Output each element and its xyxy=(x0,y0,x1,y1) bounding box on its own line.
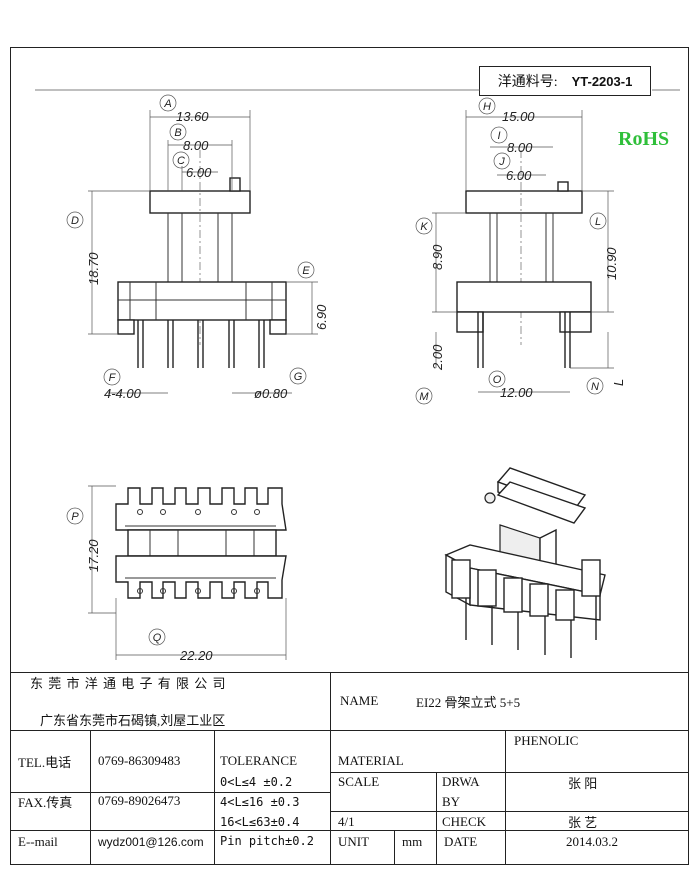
tag-circle-e xyxy=(297,261,315,279)
tag-g: G xyxy=(294,371,303,383)
rohs-mark: RoHS xyxy=(618,128,670,150)
isometric-view xyxy=(444,467,606,658)
tag-circle-m xyxy=(415,387,433,405)
tag-h: H xyxy=(483,101,491,113)
part-number-label: 洋通料号: xyxy=(497,75,558,90)
tag-d: D xyxy=(71,215,79,227)
dim-a: 13.60 xyxy=(176,109,209,124)
dim-i: 8.00 xyxy=(507,140,533,155)
tolerance-3: 16<L≤63±0.4 xyxy=(220,814,300,829)
fax-label: FAX.传真 xyxy=(18,794,73,810)
name-value: EI22 骨架立式 5+5 xyxy=(416,694,521,710)
name-label: NAME xyxy=(340,693,379,708)
tag-l: L xyxy=(595,216,601,228)
company-address: 广东省东莞市石碣镇,刘屋工业区 xyxy=(40,712,226,728)
dim-n-l: L xyxy=(611,379,626,386)
tag-circle-d xyxy=(66,211,84,229)
tag-circle-h xyxy=(478,97,496,115)
tolerance-label: TOLERANCE xyxy=(220,753,298,768)
tag-c: C xyxy=(177,155,185,167)
drawn-label-1: DRWA xyxy=(442,774,480,789)
dim-e: 6.90 xyxy=(314,304,329,330)
tag-o: O xyxy=(493,374,502,386)
dim-c: 6.00 xyxy=(186,165,212,180)
dim-g: ø0.80 xyxy=(254,386,288,401)
front-top-pin xyxy=(229,177,241,192)
tag-circle-l xyxy=(589,212,607,230)
tag-circle-q xyxy=(148,628,166,646)
tag-circle-b xyxy=(169,123,187,141)
drawing-frame xyxy=(10,47,689,865)
fax-value: 0769-89026473 xyxy=(98,793,181,808)
tag-q: Q xyxy=(153,632,162,644)
check-label: CHECK xyxy=(442,813,487,829)
date-label: DATE xyxy=(444,834,478,849)
drawn-by-value: 张 阳 xyxy=(568,775,598,791)
check-value: 张 艺 xyxy=(568,815,598,830)
tag-f: F xyxy=(109,372,117,384)
scale-label: SCALE xyxy=(338,774,380,789)
tag-i: I xyxy=(497,130,500,142)
dim-p: 17.20 xyxy=(86,539,101,572)
tag-m: M xyxy=(419,391,429,403)
tel-value: 0769-86309483 xyxy=(98,753,181,768)
tag-a: A xyxy=(163,98,171,110)
dim-k: 8.90 xyxy=(430,244,445,270)
tag-e: E xyxy=(302,265,310,277)
part-number-box: 洋通料号: YT-2203-1 xyxy=(479,66,651,96)
dim-b: 8.00 xyxy=(183,138,209,153)
dim-l: 10.90 xyxy=(604,247,619,280)
tolerance-1: 0<L≤4 ±0.2 xyxy=(220,775,293,789)
tag-circle-n xyxy=(586,377,604,395)
unit-label: UNIT xyxy=(338,834,370,849)
dim-j: 6.00 xyxy=(506,168,532,183)
tag-circle-k xyxy=(415,217,433,235)
material-value: PHENOLIC xyxy=(514,733,579,748)
part-number: YT-2203-1 xyxy=(571,73,633,89)
dim-o: 12.00 xyxy=(500,385,533,400)
material-label: MATERIAL xyxy=(338,753,404,768)
technical-drawing: 13.60 8.00 6.00 18.70 6.90 4-4.00 ø0.80 xyxy=(35,89,680,663)
tag-b: B xyxy=(174,127,181,139)
tag-n: N xyxy=(591,381,599,393)
side-view: 15.00 8.00 6.00 8.90 10.90 2.00 L 12.00 xyxy=(430,109,626,400)
reference-tags: A B C D E F G H I J K L M N O P Q xyxy=(66,94,607,646)
tag-circle-o xyxy=(488,370,506,388)
tel-label: TEL.电话 xyxy=(18,754,72,770)
email-value: wydz001@126.com xyxy=(98,835,204,849)
scale-value: 4/1 xyxy=(338,813,355,829)
drawn-label-2: BY xyxy=(442,794,461,809)
tolerance-2: 4<L≤16 ±0.3 xyxy=(220,795,300,809)
tag-circle-j xyxy=(493,152,511,170)
tolerance-4: Pin pitch±0.2 xyxy=(220,834,314,848)
email-label: E--mail xyxy=(18,834,58,849)
front-base xyxy=(117,281,287,321)
dim-m: 2.00 xyxy=(430,344,445,371)
tag-circle-p xyxy=(66,507,84,525)
company-name: 东 莞 市 洋 通 电 子 有 限 公 司 xyxy=(30,675,227,691)
dim-f: 4-4.00 xyxy=(104,386,142,401)
date-value: 2014.03.2 xyxy=(566,834,618,849)
tag-circle-g xyxy=(289,367,307,385)
dim-h: 15.00 xyxy=(502,109,535,124)
dim-q: 22.20 xyxy=(179,648,213,663)
tag-p: P xyxy=(71,511,79,523)
tag-circle-f xyxy=(103,368,121,386)
tag-circle-c xyxy=(172,151,190,169)
tag-circle-a xyxy=(159,94,177,112)
front-view: 13.60 8.00 6.00 18.70 6.90 4-4.00 ø0.80 xyxy=(86,109,329,401)
dim-d: 18.70 xyxy=(86,252,101,285)
tag-j: J xyxy=(498,156,505,168)
unit-value: mm xyxy=(402,834,423,849)
tag-k: K xyxy=(420,221,428,233)
tag-circle-i xyxy=(490,126,508,144)
top-view: 17.20 22.20 xyxy=(86,485,287,663)
